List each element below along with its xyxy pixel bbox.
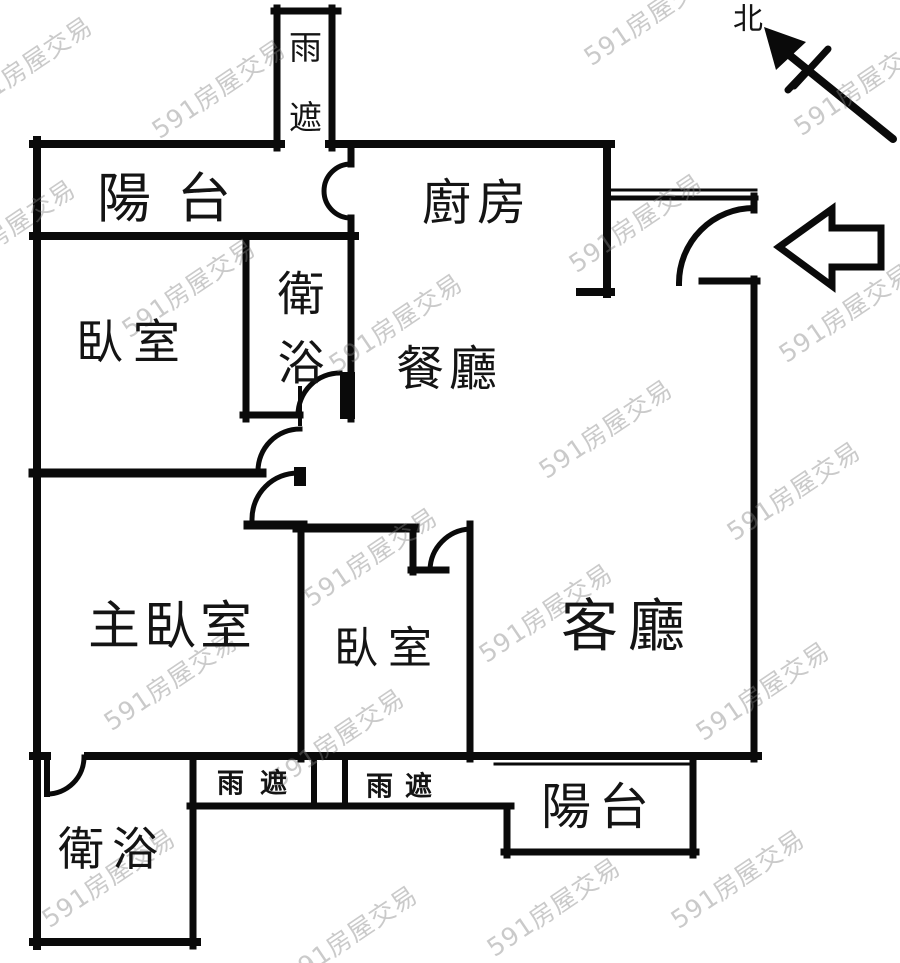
entrance-arrow — [773, 202, 885, 293]
walls — [28, 4, 762, 950]
room-label-bedroom-top: 臥室 — [76, 315, 190, 371]
north-arrow — [764, 27, 897, 143]
door-arc-entrance — [675, 204, 758, 287]
north-label: 北 — [733, 2, 763, 37]
divider-wall-post — [294, 467, 306, 486]
north-arrow-tick-short — [784, 66, 811, 94]
door-arc-bathroom-bottom — [44, 754, 87, 797]
room-label-rain-shelter-shaft: 雨遮 — [283, 30, 323, 170]
room-label-rain-shelter-right: 雨遮 — [366, 771, 444, 803]
room-label-rain-shelter-left: 雨遮 — [217, 768, 303, 800]
north-arrow-head — [764, 27, 806, 70]
room-label-bathroom-bottom: 衛浴 — [58, 822, 166, 876]
room-label-dining-room: 餐廳 — [395, 341, 503, 397]
room-label-bedroom-bottom: 臥室 — [334, 623, 442, 674]
door-arc-master-bedroom — [249, 470, 301, 522]
room-label-bathroom-top: 衛浴 — [268, 269, 324, 407]
room-label-living-room: 客廳 — [561, 593, 695, 660]
room-label-balcony-top: 陽台 — [97, 167, 257, 230]
door-arc-bedroom-top — [255, 426, 303, 474]
room-label-kitchen: 廚房 — [421, 174, 533, 232]
bathroom-top-door-jamb — [340, 372, 355, 419]
room-label-master-bedroom: 主臥室 — [87, 597, 257, 657]
door-arc-small-bedroom — [427, 526, 473, 573]
door-arc-balcony-kitchen — [321, 161, 354, 221]
room-label-balcony-bottom: 陽台 — [541, 778, 657, 836]
